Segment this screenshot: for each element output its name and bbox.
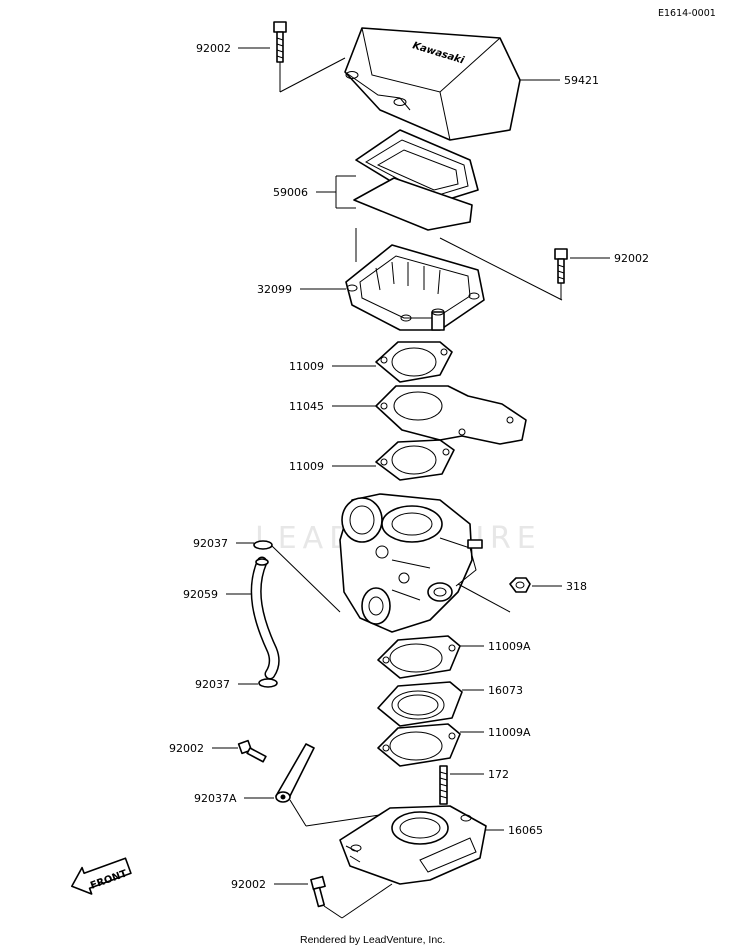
carburetor[interactable] [339, 493, 483, 633]
callout-gasket-1: 11009 [289, 360, 324, 373]
bolt-bottom[interactable] [310, 875, 326, 908]
bracket[interactable] [275, 743, 315, 803]
gasket-upper[interactable] [375, 341, 453, 383]
callout-case: 32099 [257, 283, 292, 296]
callout-bolt-bracket: 92002 [169, 742, 204, 755]
callout-bolt-bottom: 92002 [231, 878, 266, 891]
callout-stud: 172 [488, 768, 509, 781]
filter-gasket-lower[interactable] [353, 177, 473, 231]
hose-clamp-top[interactable] [253, 540, 273, 550]
callout-gasket-a2: 11009A [488, 726, 531, 739]
callout-clamp-2: 92037 [195, 678, 230, 691]
air-filter-cover[interactable]: Kawasaki [344, 27, 521, 141]
callout-clamp-1: 92037 [193, 537, 228, 550]
gasket-middle[interactable] [375, 439, 455, 481]
bolt-top[interactable] [273, 21, 287, 63]
intake-manifold[interactable] [339, 805, 487, 885]
callout-nut: 318 [566, 580, 587, 593]
stud[interactable] [439, 765, 448, 805]
callout-insulator: 16073 [488, 684, 523, 697]
hex-nut[interactable] [509, 577, 531, 593]
callout-manifold: 16065 [508, 824, 543, 837]
callout-plate: 11045 [289, 400, 324, 413]
callout-cover: 59421 [564, 74, 599, 87]
callout-bolt-right: 92002 [614, 252, 649, 265]
callout-hose: 92059 [183, 588, 218, 601]
fuel-hose[interactable] [250, 556, 280, 680]
bolt-right[interactable] [554, 248, 568, 284]
diagram-code: E1614-0001 [658, 8, 716, 19]
insulator[interactable] [377, 681, 463, 727]
hose-clamp-bottom[interactable] [258, 678, 278, 688]
callout-gasket-2: 11009 [289, 460, 324, 473]
footer-credit: Rendered by LeadVenture, Inc. [300, 934, 445, 946]
front-arrow-icon [71, 857, 132, 895]
callout-gasket-a1: 11009A [488, 640, 531, 653]
air-filter-case[interactable] [345, 244, 485, 331]
bolt-bracket[interactable] [237, 739, 267, 763]
callout-bolt-top: 92002 [196, 42, 231, 55]
gasket-a-upper[interactable] [377, 635, 461, 679]
gasket-a-lower[interactable] [377, 723, 461, 767]
callout-bracket: 92037A [194, 792, 237, 805]
adapter-plate[interactable] [375, 385, 527, 445]
callout-gasket-set: 59006 [273, 186, 308, 199]
